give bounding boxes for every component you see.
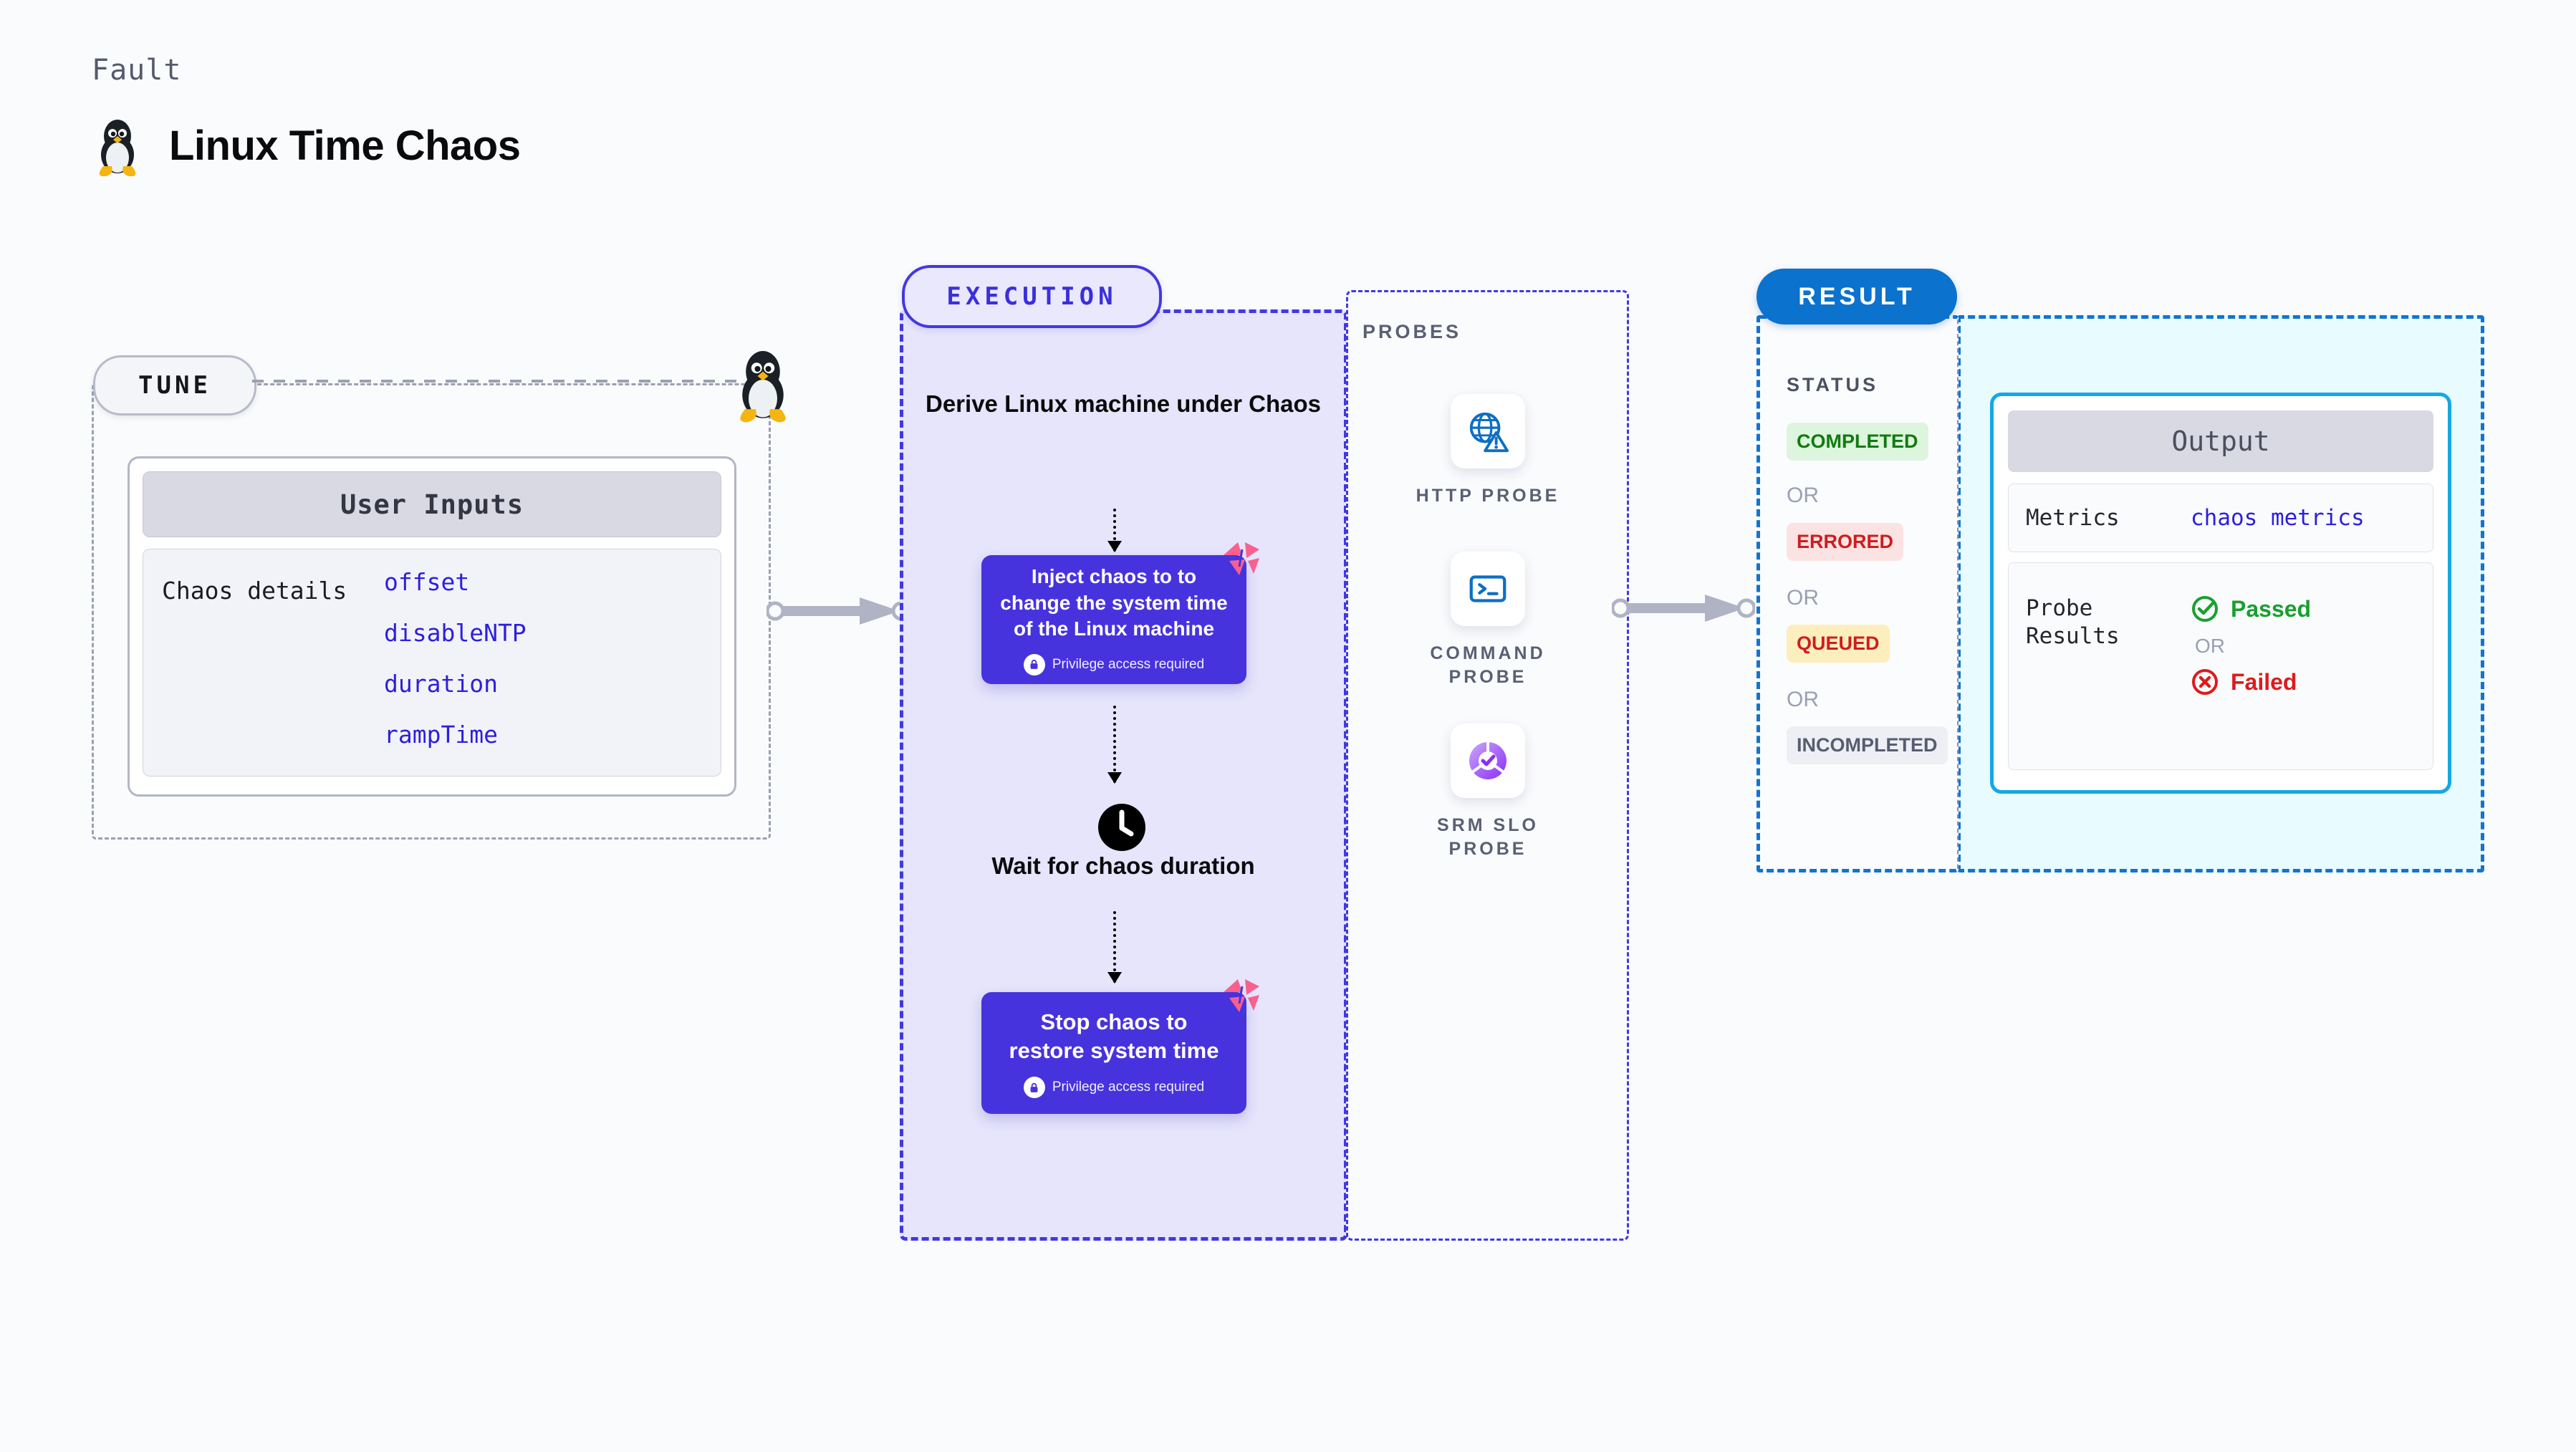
status-or-2: OR	[1787, 586, 1819, 610]
probe-http-card	[1451, 394, 1525, 468]
x-circle-icon	[2192, 669, 2218, 695]
user-inputs-card: User Inputs Chaos details offset disable…	[128, 456, 736, 797]
lock-icon	[1023, 653, 1045, 675]
tune-badge[interactable]: TUNE	[93, 355, 256, 415]
status-or-1: OR	[1787, 484, 1819, 507]
metrics-row: Metrics chaos metrics	[2008, 484, 2433, 552]
wait-step-label: Wait for chaos duration	[991, 852, 1255, 879]
status-or-3: OR	[1787, 688, 1819, 711]
harness-logo-icon	[1224, 542, 1259, 575]
linux-penguin-icon	[740, 351, 786, 423]
status-badge-completed: COMPLETED	[1787, 423, 1928, 461]
probe-http[interactable]: HTTP PROBE	[1405, 394, 1570, 508]
flow-arrow-1	[1107, 509, 1122, 552]
verdict-passed-label: Passed	[2231, 595, 2312, 622]
connector-tune-to-execution	[766, 597, 910, 625]
connector-execution-to-result	[1612, 595, 1755, 622]
result-badge[interactable]: RESULT	[1756, 269, 1957, 324]
privilege-note-text: Privilege access required	[1052, 656, 1205, 672]
chaos-param-list: offset disableNTP duration rampTime	[384, 568, 527, 776]
user-inputs-title: User Inputs	[143, 471, 721, 537]
status-badge-errored: ERRORED	[1787, 523, 1904, 561]
privilege-note-text: Privilege access required	[1052, 1080, 1205, 1095]
execution-step-inject-chaos-text: Inject chaos to to change the system tim…	[1000, 565, 1228, 640]
fault-eyebrow-label: Fault	[92, 54, 182, 87]
harness-logo-icon	[1224, 979, 1259, 1012]
probe-http-label: HTTP PROBE	[1416, 486, 1560, 506]
probe-command-label: COMMAND PROBE	[1430, 643, 1546, 687]
probe-srm-slo[interactable]: SRM SLO PROBE	[1405, 723, 1570, 860]
chaos-param-offset[interactable]: offset	[384, 568, 470, 596]
chaos-details-label: Chaos details	[162, 577, 347, 605]
probe-command-card	[1451, 552, 1525, 626]
lock-icon	[1023, 1077, 1045, 1099]
probe-results-row: Probe Results Passed OR Failed	[2008, 562, 2433, 770]
execution-badge[interactable]: EXECUTION	[902, 265, 1162, 328]
result-status-region	[1756, 315, 1959, 872]
globe-warning-icon	[1469, 412, 1509, 453]
verdict-failed: Failed	[2191, 668, 2311, 696]
metrics-value[interactable]: chaos metrics	[2191, 505, 2365, 531]
probe-srm-slo-card	[1451, 723, 1525, 798]
probe-srm-slo-label: SRM SLO PROBE	[1437, 815, 1539, 859]
privilege-note: Privilege access required	[1023, 653, 1205, 675]
execution-step-title: Derive Linux machine under Chaos	[926, 390, 1321, 417]
verdict-or: OR	[2195, 635, 2225, 657]
check-circle-icon	[2192, 596, 2218, 622]
linux-penguin-icon	[99, 120, 136, 176]
chaos-param-ramptime[interactable]: rampTime	[384, 721, 498, 749]
verdict-passed: Passed	[2191, 595, 2311, 623]
execution-step-inject-chaos[interactable]: Inject chaos to to change the system tim…	[981, 542, 1259, 684]
probe-command[interactable]: COMMAND PROBE	[1405, 552, 1570, 688]
execution-step-stop-chaos-text: Stop chaos to restore system time	[1009, 1009, 1219, 1063]
page-title: Linux Time Chaos	[169, 122, 521, 169]
execution-step-stop-chaos[interactable]: Stop chaos to restore system time Privil…	[981, 979, 1259, 1114]
probe-results-label: Probe Results	[2026, 595, 2120, 649]
clock-icon	[1098, 804, 1145, 851]
terminal-icon	[1469, 575, 1506, 602]
metrics-label: Metrics	[2026, 504, 2120, 531]
fault-title-row: Linux Time Chaos	[92, 115, 521, 176]
chaos-param-disablentp[interactable]: disableNTP	[384, 619, 527, 647]
tune-badge-connector	[252, 380, 739, 383]
status-label: STATUS	[1787, 374, 1878, 395]
flow-arrow-2	[1107, 706, 1122, 784]
status-badge-incompleted: INCOMPLETED	[1787, 726, 1948, 764]
chaos-details-box: Chaos details offset disableNTP duration…	[143, 549, 721, 777]
chaos-param-duration[interactable]: duration	[384, 670, 498, 698]
privilege-note: Privilege access required	[1023, 1077, 1205, 1099]
probes-label: PROBES	[1363, 321, 1462, 342]
flow-arrow-3	[1107, 911, 1122, 984]
slo-donut-check-icon	[1469, 742, 1506, 779]
probe-verdicts: Passed OR Failed	[2191, 595, 2311, 769]
output-card: Output Metrics chaos metrics Probe Resul…	[1990, 393, 2451, 794]
status-badge-queued: QUEUED	[1787, 625, 1890, 663]
output-title: Output	[2008, 410, 2433, 472]
verdict-failed-label: Failed	[2231, 668, 2297, 695]
